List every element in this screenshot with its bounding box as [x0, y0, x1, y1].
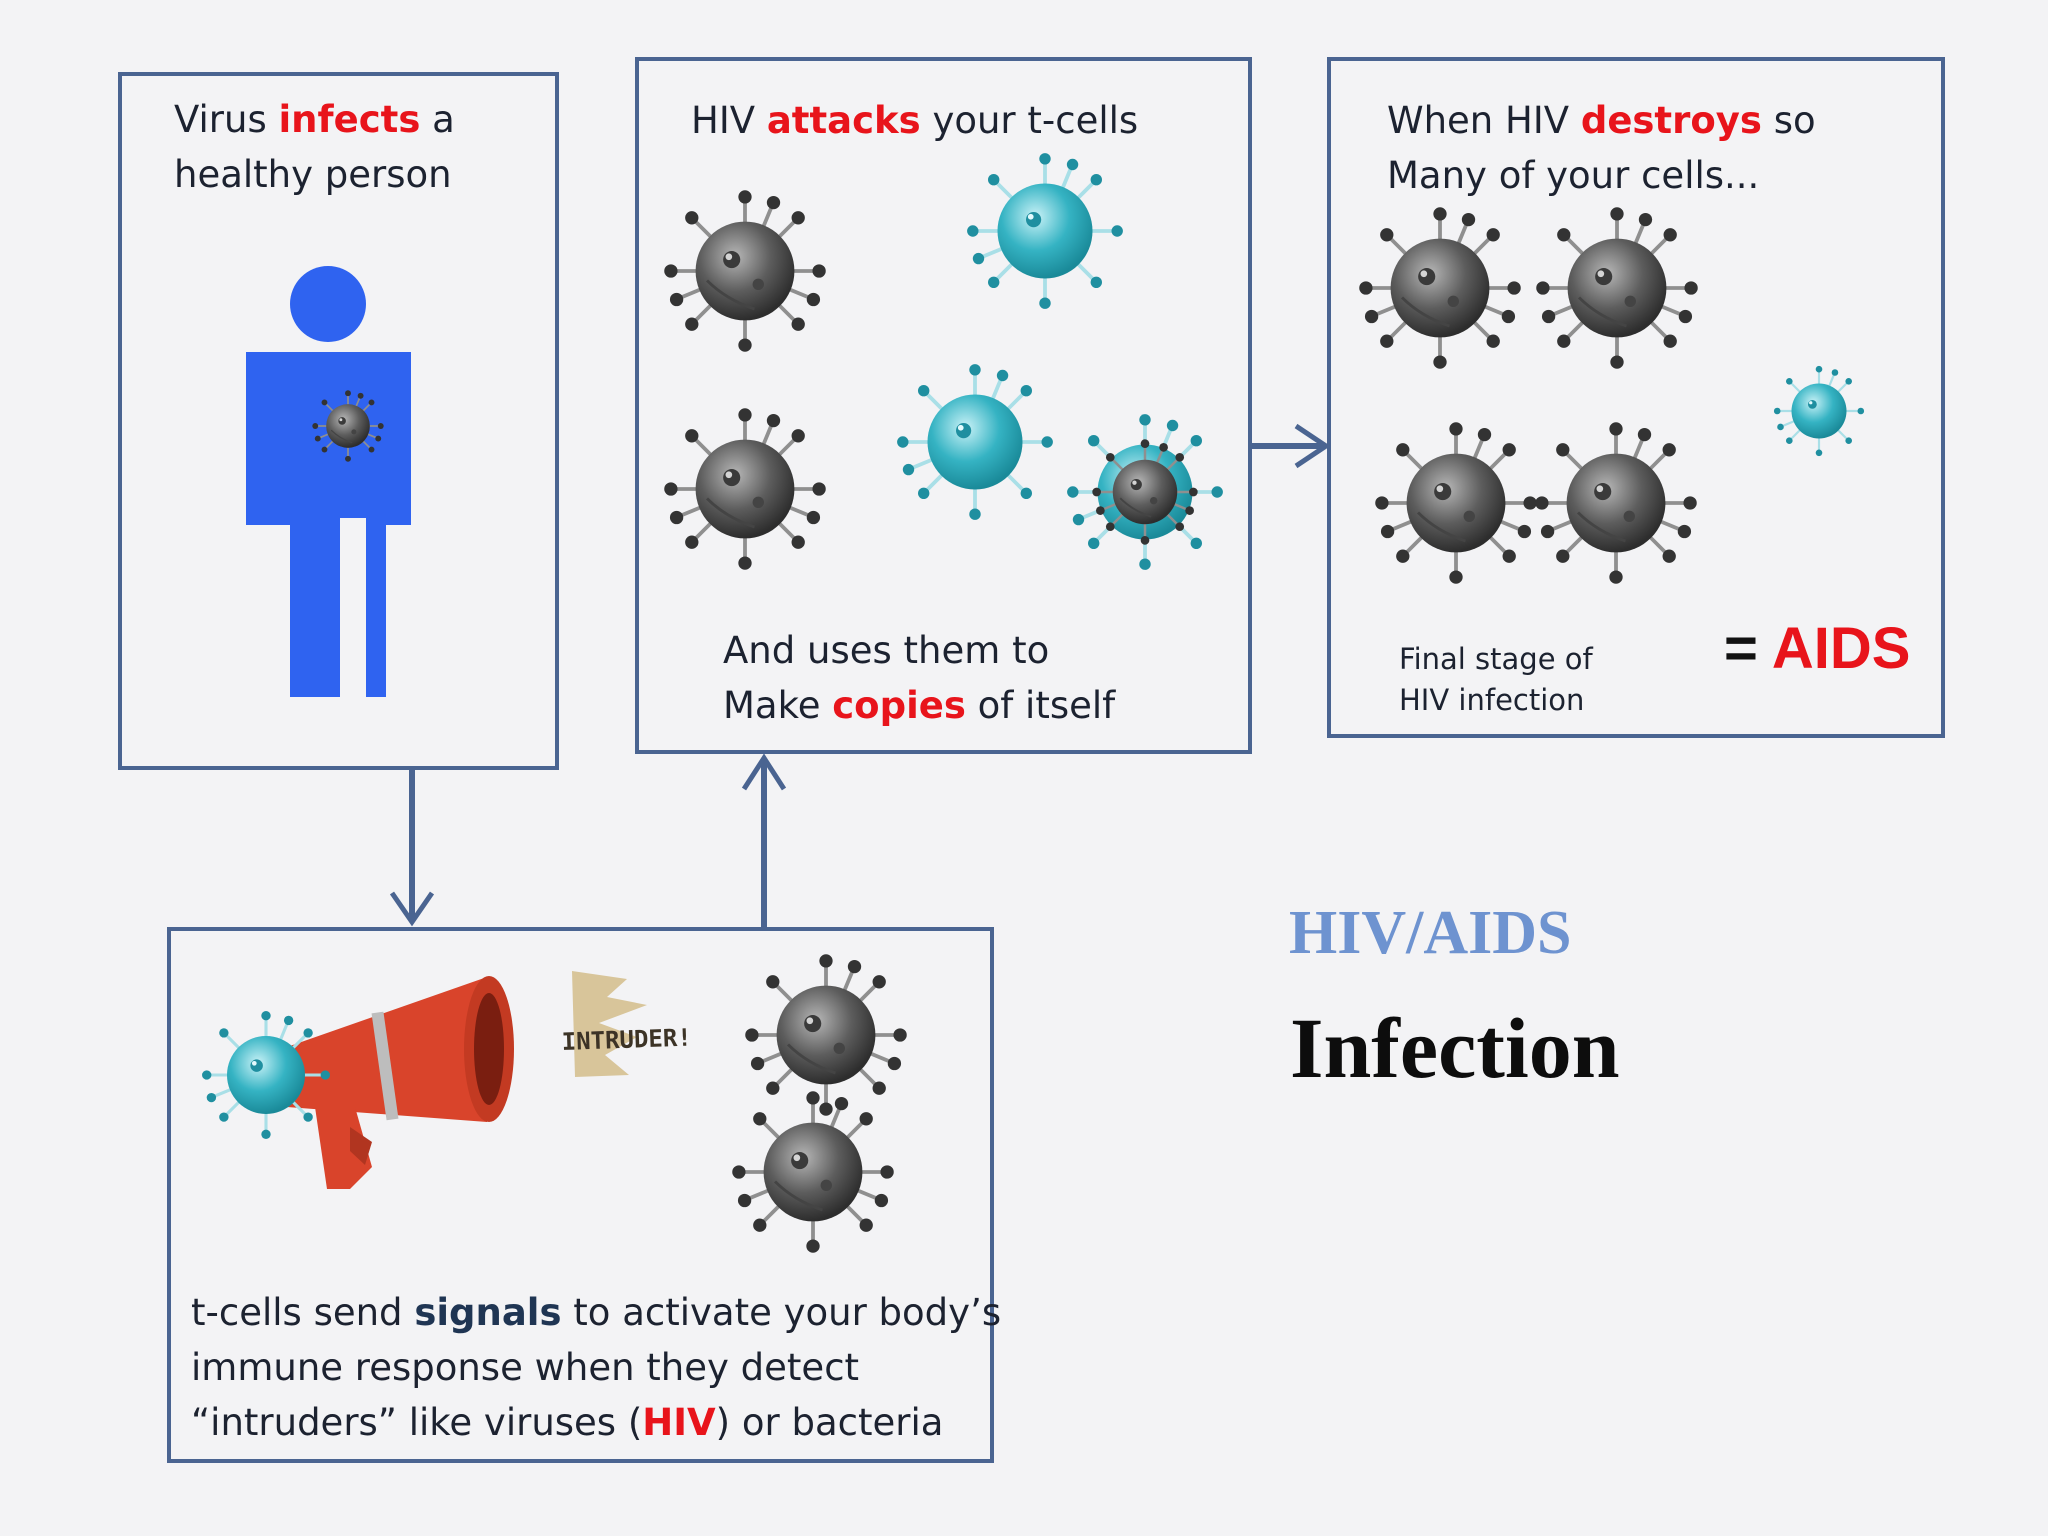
box2-caption-line1: And uses them to — [723, 629, 1050, 672]
box3-emphasis: destroys — [1580, 99, 1762, 142]
box2-caption-emphasis: copies — [832, 684, 966, 727]
box1-line1-post: a — [420, 98, 455, 141]
box2-heading: HIV attacks your t-cells — [691, 93, 1138, 148]
box2-caption: And uses them to Make copies of itself — [723, 623, 1115, 733]
arrow-box4-to-box2 — [741, 753, 787, 928]
box3-line1-pre: When HIV — [1387, 99, 1581, 142]
box4-text: t-cells send signals to activate your bo… — [191, 1285, 1001, 1450]
box1-text: Virus infects a healthy person — [174, 92, 455, 202]
box4-illustration: INTRUDER! — [200, 952, 909, 1255]
hiv-virus-icon — [1373, 420, 1539, 586]
box4-line3-pre: “intruders” like viruses ( — [191, 1401, 643, 1444]
hiv-virus-icon — [662, 188, 828, 354]
box-infection: Virus infects a healthy person — [118, 72, 559, 770]
arrow-box2-to-box3 — [1250, 423, 1331, 469]
box4-line2: immune response when they detect — [191, 1346, 860, 1389]
final-stage-line2: HIV infection — [1399, 683, 1585, 717]
box-attack: HIV attacks your t-cells And uses them t… — [635, 57, 1252, 754]
box4-hiv-emphasis: HIV — [642, 1401, 716, 1444]
box4-line3-post: ) or bacteria — [715, 1401, 944, 1444]
box-aids: When HIV destroys so Many of your cells.… — [1327, 57, 1945, 738]
title-hiv-aids: HIV/AIDS — [1289, 899, 1572, 967]
box1-line1-pre: Virus — [174, 98, 279, 141]
hiv-virus-icon — [1534, 205, 1700, 371]
arrow-box1-to-box4 — [389, 768, 435, 927]
box3-line2: Many of your cells... — [1387, 154, 1760, 197]
box3-heading: When HIV destroys so Many of your cells.… — [1387, 93, 1816, 203]
aids-label: AIDS — [1771, 616, 1911, 681]
t-cell-icon — [200, 1009, 332, 1141]
box4-emphasis: signals — [414, 1291, 562, 1334]
megaphone-text: INTRUDER! — [561, 1023, 692, 1056]
hiv-virus-icon — [1533, 420, 1699, 586]
t-cell-icon — [895, 362, 1055, 522]
box4-line1-pre: t-cells send — [191, 1291, 415, 1334]
box3-final-stage: Final stage of HIV infection — [1399, 639, 1593, 721]
box2-caption-line2-post: of itself — [965, 684, 1116, 727]
box1-emphasis: infects — [278, 98, 421, 141]
hiv-virus-icon — [662, 406, 828, 572]
hiv-virus-icon — [1357, 205, 1523, 371]
infected-t-cell-icon — [1065, 412, 1225, 572]
title-infection: Infection — [1290, 1000, 1620, 1096]
box4-line1-post: to activate your body’s — [561, 1291, 1002, 1334]
t-cell-icon — [1772, 364, 1866, 458]
person-icon — [246, 266, 411, 697]
box2-emphasis: attacks — [766, 99, 921, 142]
equals-sign: = — [1724, 616, 1758, 681]
box2-line1-pre: HIV — [691, 99, 767, 142]
t-cell-icon — [965, 151, 1125, 311]
megaphone-icon: INTRUDER! — [287, 971, 692, 1189]
box-signals: INTRUDER! t-cells send signals to activa… — [167, 927, 1001, 1463]
hiv-virus-icon — [743, 952, 909, 1118]
box1-line2: healthy person — [174, 153, 452, 196]
box3-line1-post: so — [1761, 99, 1816, 142]
box2-line1-post: your t-cells — [920, 99, 1139, 142]
aids-result: = AIDS — [1724, 619, 1910, 679]
final-stage-line1: Final stage of — [1399, 642, 1593, 676]
box2-caption-line2-pre: Make — [723, 684, 833, 727]
hiv-virus-icon — [730, 1089, 896, 1255]
